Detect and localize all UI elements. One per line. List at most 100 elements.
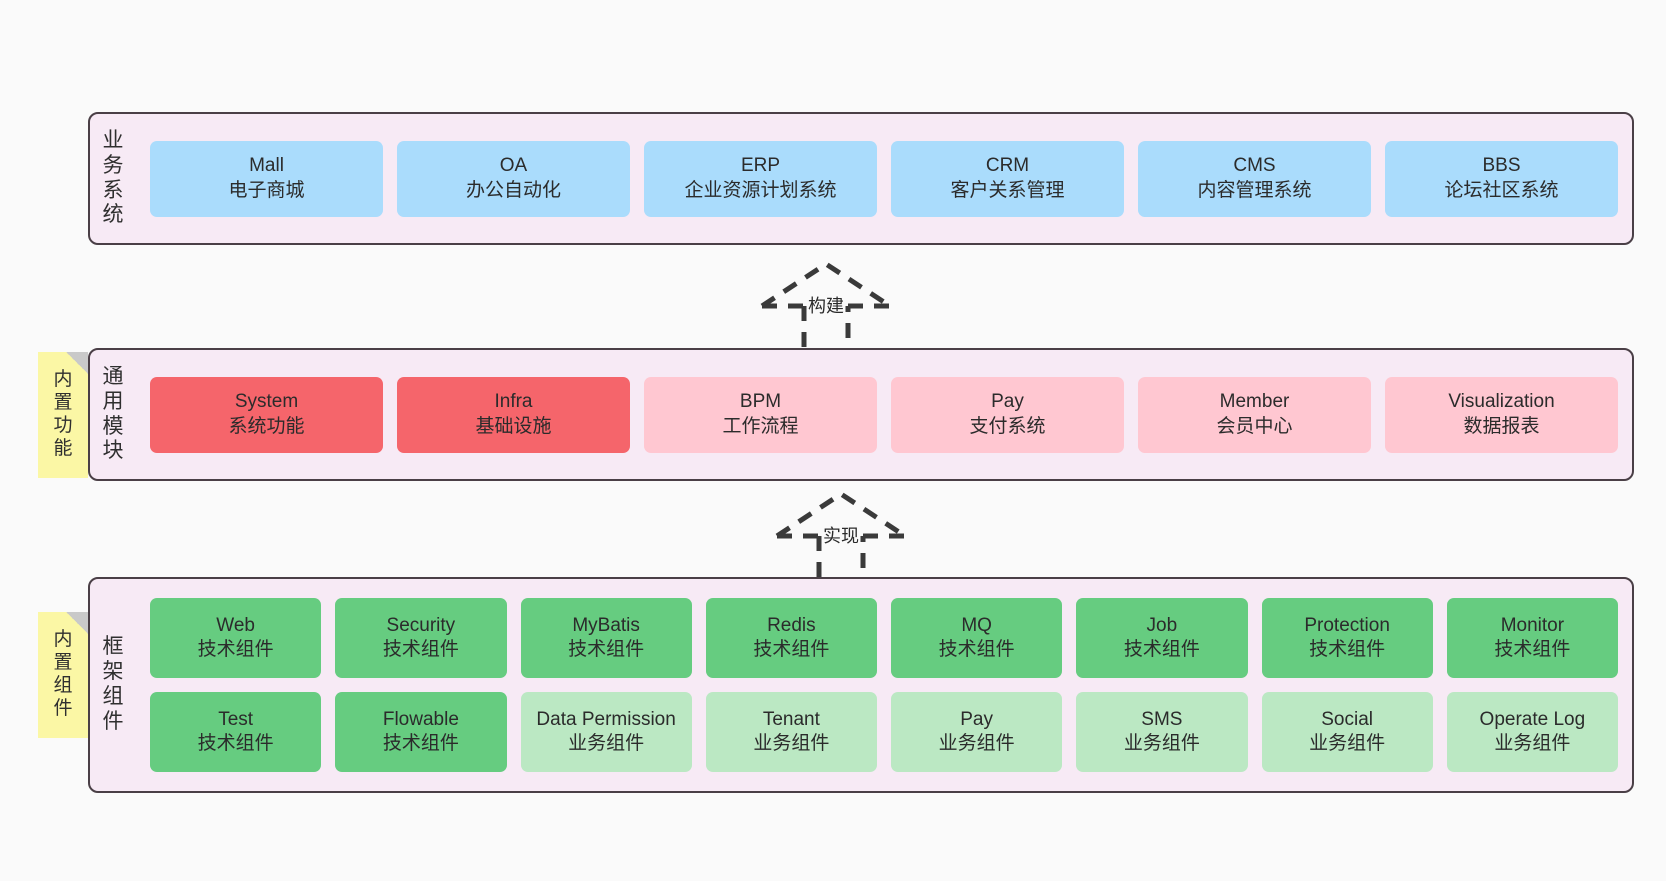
card-bpm[interactable]: BPM 工作流程 — [644, 376, 877, 453]
card-title: Mall — [249, 155, 284, 177]
card-title: MyBatis — [572, 614, 640, 636]
card-row-business: Test 技术组件 Flowable 技术组件 Data Permission … — [150, 692, 1618, 772]
card-title: Social — [1321, 708, 1373, 730]
band-label-common-modules: 通 用 模 块 — [90, 350, 136, 479]
card-title: Monitor — [1500, 614, 1565, 636]
band-label-char: 组 — [102, 685, 124, 708]
band-body-business-systems: Mall 电子商城 OA 办公自动化 ERP 企业资源计划系统 CRM 客户关系… — [136, 114, 1632, 243]
sticky-fold-corner-icon — [66, 612, 88, 634]
card-subtitle: 业务组件 — [1123, 733, 1200, 754]
band-body-common-modules: System 系统功能 Infra 基础设施 BPM 工作流程 Pay 支付系统… — [136, 350, 1632, 479]
band-label-char: 块 — [102, 439, 124, 463]
card-erp[interactable]: ERP 企业资源计划系统 — [644, 140, 877, 217]
card-bbs[interactable]: BBS 论坛社区系统 — [1385, 140, 1618, 217]
card-title: CRM — [985, 155, 1030, 177]
band-label-char: 统 — [102, 203, 124, 227]
card-subtitle: 数据报表 — [1463, 415, 1540, 437]
sticky-label-char: 内 — [53, 369, 73, 391]
card-title: System — [234, 391, 299, 413]
band-label-char: 业 — [102, 128, 124, 152]
band-framework-components: 框 架 组 件 Web 技术组件 Security 技术组件 MyBatis 技… — [88, 577, 1634, 793]
card-member[interactable]: Member 会员中心 — [1138, 376, 1371, 453]
card-flowable[interactable]: Flowable 技术组件 — [335, 692, 507, 772]
band-label-char: 架 — [102, 660, 124, 684]
card-sms[interactable]: SMS 业务组件 — [1076, 692, 1248, 772]
card-title: CMS — [1233, 155, 1276, 177]
card-subtitle: 技术组件 — [1494, 639, 1571, 660]
card-subtitle: 客户关系管理 — [950, 179, 1065, 201]
card-subtitle: 技术组件 — [382, 733, 459, 754]
card-tenant[interactable]: Tenant 业务组件 — [705, 692, 877, 772]
card-protection[interactable]: Protection 技术组件 — [1261, 598, 1433, 678]
card-subtitle: 技术组件 — [1309, 639, 1386, 660]
sticky-note-builtin-components: 内 置 组 件 — [38, 612, 88, 738]
card-security[interactable]: Security 技术组件 — [335, 598, 507, 678]
card-title: Flowable — [382, 708, 459, 730]
card-subtitle: 技术组件 — [197, 639, 274, 660]
band-label-char: 系 — [102, 178, 124, 202]
dashed-hollow-arrow-up-icon — [775, 491, 907, 585]
card-cms[interactable]: CMS 内容管理系统 — [1138, 140, 1371, 217]
card-data-permission[interactable]: Data Permission 业务组件 — [520, 692, 692, 772]
card-row-technical: Web 技术组件 Security 技术组件 MyBatis 技术组件 Redi… — [150, 598, 1618, 678]
card-subtitle: 支付系统 — [969, 415, 1046, 437]
band-body-framework-components: Web 技术组件 Security 技术组件 MyBatis 技术组件 Redi… — [136, 579, 1632, 791]
card-pay-business[interactable]: Pay 业务组件 — [891, 692, 1063, 772]
band-common-modules: 通 用 模 块 System 系统功能 Infra 基础设施 BPM 工作流程 — [88, 348, 1634, 481]
sticky-label-char: 置 — [53, 652, 73, 674]
connector-build: 构建 — [736, 258, 916, 358]
connector-realize-label: 实现 — [823, 526, 859, 546]
card-title: Infra — [494, 391, 533, 413]
card-subtitle: 业务组件 — [938, 733, 1015, 754]
card-subtitle: 业务组件 — [1494, 733, 1571, 754]
card-title: Data Permission — [536, 708, 676, 730]
band-business-systems: 业 务 系 统 Mall 电子商城 OA 办公自动化 ERP 企业资源计划系统 — [88, 112, 1634, 245]
sticky-note-builtin-features: 内 置 功 能 — [38, 352, 88, 478]
card-row: System 系统功能 Infra 基础设施 BPM 工作流程 Pay 支付系统… — [150, 376, 1618, 453]
card-title: Security — [386, 614, 456, 636]
card-subtitle: 内容管理系统 — [1197, 179, 1312, 201]
card-title: Operate Log — [1479, 708, 1586, 730]
band-label-char: 用 — [102, 389, 124, 413]
band-label-char: 件 — [102, 709, 124, 733]
card-title: SMS — [1141, 708, 1183, 730]
card-web[interactable]: Web 技术组件 — [150, 598, 322, 678]
card-title: Web — [216, 614, 255, 636]
card-title: Redis — [767, 614, 816, 636]
card-job[interactable]: Job 技术组件 — [1076, 598, 1248, 678]
card-test[interactable]: Test 技术组件 — [150, 692, 322, 772]
card-title: MQ — [961, 614, 992, 636]
card-monitor[interactable]: Monitor 技术组件 — [1446, 598, 1618, 678]
card-oa[interactable]: OA 办公自动化 — [397, 140, 630, 217]
card-title: Member — [1219, 391, 1290, 413]
band-label-char: 务 — [102, 153, 124, 177]
card-subtitle: 技术组件 — [1123, 639, 1200, 660]
sticky-label-char: 功 — [53, 415, 73, 436]
card-visualization[interactable]: Visualization 数据报表 — [1385, 376, 1618, 453]
card-subtitle: 系统功能 — [228, 415, 305, 437]
band-label-framework-components: 框 架 组 件 — [90, 579, 136, 791]
card-subtitle: 电子商城 — [228, 179, 305, 201]
card-social[interactable]: Social 业务组件 — [1261, 692, 1433, 772]
card-title: Visualization — [1448, 391, 1555, 413]
card-system[interactable]: System 系统功能 — [150, 376, 383, 453]
card-subtitle: 技术组件 — [568, 639, 645, 660]
card-mall[interactable]: Mall 电子商城 — [150, 140, 383, 217]
card-title: Test — [218, 708, 254, 730]
card-title: BBS — [1482, 155, 1521, 177]
card-infra[interactable]: Infra 基础设施 — [397, 376, 630, 453]
card-title: ERP — [740, 155, 781, 177]
card-operate-log[interactable]: Operate Log 业务组件 — [1446, 692, 1618, 772]
card-pay[interactable]: Pay 支付系统 — [891, 376, 1124, 453]
card-mq[interactable]: MQ 技术组件 — [891, 598, 1063, 678]
band-label-business-systems: 业 务 系 统 — [90, 114, 136, 243]
sticky-label-char: 置 — [53, 392, 73, 414]
card-redis[interactable]: Redis 技术组件 — [705, 598, 877, 678]
card-crm[interactable]: CRM 客户关系管理 — [891, 140, 1124, 217]
card-title: BPM — [739, 391, 782, 413]
card-mybatis[interactable]: MyBatis 技术组件 — [520, 598, 692, 678]
card-subtitle: 工作流程 — [722, 415, 799, 437]
card-title: Job — [1146, 614, 1178, 636]
sticky-label-char: 件 — [53, 697, 73, 719]
